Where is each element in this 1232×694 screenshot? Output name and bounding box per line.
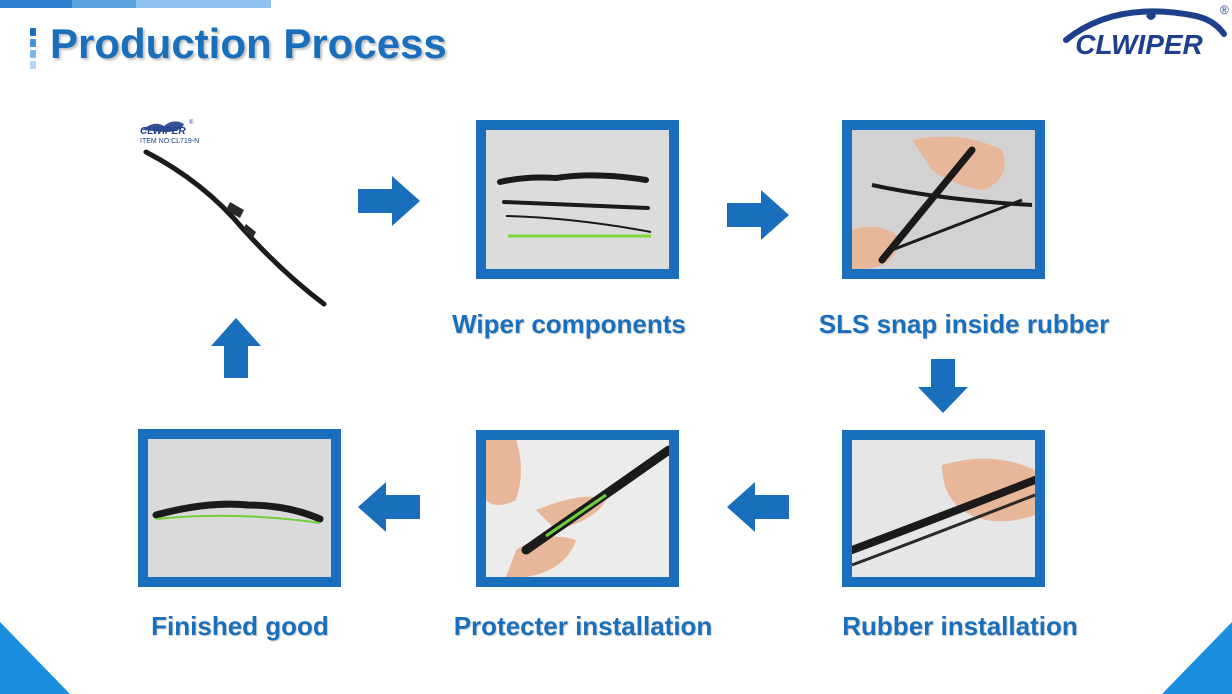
product-wiper-image: CLWIPER ® ITEM NO:CL719-N	[140, 119, 327, 307]
arrow-right-icon	[727, 190, 789, 240]
photo-protecter-installation	[476, 430, 679, 587]
arrow-up-icon	[211, 318, 261, 378]
arrow-down-icon	[918, 359, 968, 413]
top-accent-bar	[0, 0, 271, 8]
logo-registered-mark: ®	[1220, 3, 1229, 17]
accent-segment-3	[136, 0, 271, 8]
corner-decoration-left	[0, 622, 70, 694]
finished-good-photo	[148, 439, 331, 577]
brand-logo: CLWIPER ®	[1063, 3, 1229, 60]
caption-sls-snap: SLS snap inside rubber	[818, 309, 1110, 339]
wiper-components-photo	[486, 130, 669, 269]
rubber-installation-photo	[852, 440, 1035, 577]
caption-rubber-installation: Rubber installation	[842, 611, 1078, 641]
product-brand-label: CLWIPER	[140, 126, 186, 137]
caption-wiper-components: Wiper components	[452, 309, 686, 339]
title-marker	[30, 28, 36, 70]
caption-finished-good: Finished good	[151, 611, 329, 641]
accent-segment-2	[72, 0, 136, 8]
arrow-left-icon	[727, 482, 789, 532]
product-registered-mark: ®	[189, 119, 194, 126]
arrow-left-icon	[358, 482, 420, 532]
page-title: Production Process	[50, 20, 447, 67]
product-item-number: ITEM NO:CL719-N	[140, 138, 199, 145]
logo-wordmark: CLWIPER	[1075, 29, 1203, 60]
corner-decoration-right	[1162, 622, 1232, 694]
photo-rubber-installation	[842, 430, 1045, 587]
protecter-installation-photo	[486, 440, 669, 577]
accent-segment-1	[0, 0, 72, 8]
photo-finished-good	[138, 429, 341, 587]
photo-sls-snap	[842, 120, 1045, 279]
photo-wiper-components	[476, 120, 679, 279]
sls-snap-photo	[852, 130, 1035, 269]
caption-protecter-installation: Protecter installation	[453, 611, 713, 641]
arrow-right-icon	[358, 176, 420, 226]
